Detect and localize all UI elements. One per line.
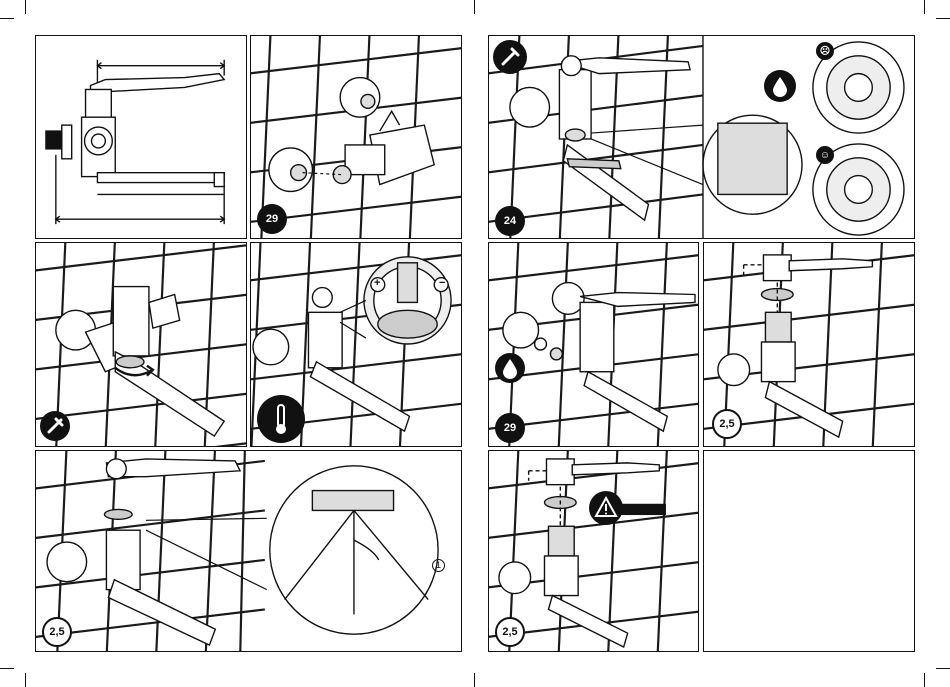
water-drop-icon [764, 70, 796, 102]
wrench-icon [493, 40, 527, 74]
crop-mark [924, 673, 925, 687]
thermometer-glyph [257, 395, 305, 443]
wrench-icon-glyph [40, 411, 70, 441]
panel-empty [703, 450, 915, 652]
water-drop-glyph [764, 70, 796, 102]
panel-step-warning-cartridge: 2,5 [488, 450, 699, 652]
minus-callout: − [439, 277, 445, 289]
wrench-icon: 29 [495, 413, 525, 443]
plus-callout: + [374, 277, 380, 289]
hex-key-icon: 2,5 [42, 617, 72, 647]
warning-triangle-icon [589, 491, 623, 525]
water-drop-icon [495, 353, 525, 383]
panel-dimension-drawing [35, 35, 247, 239]
panel-step-temperature-limiter: + − [250, 242, 462, 447]
hex-key-icon: 2,5 [712, 409, 742, 439]
thermometer-icon [257, 395, 305, 443]
sad-face-icon: ☹ [816, 42, 834, 60]
wrench-icon-glyph [493, 40, 527, 74]
crop-mark [924, 0, 925, 14]
wrench-size-label: 24 [504, 215, 516, 227]
wrench-size-label: 29 [266, 213, 278, 225]
panel-step-flush-inlet: 29 [488, 242, 699, 447]
wall-tiles [36, 451, 461, 651]
panel-step-fit-lever: 1 2,5 [35, 450, 462, 652]
faucet-dimension-drawing [36, 36, 246, 238]
crop-mark [474, 673, 475, 687]
crop-mark [25, 673, 26, 687]
hex-size-label: 2,5 [502, 626, 517, 638]
water-drop-glyph [495, 353, 525, 383]
angle-marker: 1 [432, 559, 445, 572]
warning-glyph [589, 491, 623, 525]
happy-face-icon: ☺ [816, 146, 834, 164]
panel-step-aerator: ☹ ☺ 24 [488, 35, 915, 239]
panel-step-remove-caps: 29 [250, 35, 462, 239]
hex-size-label: 2,5 [49, 626, 64, 638]
hex-key-icon: 2,5 [495, 617, 525, 647]
wall-tiles [489, 243, 698, 446]
panel-step-loosen-nut [35, 242, 247, 447]
panel-step-remove-lever: 2,5 [703, 242, 915, 447]
wrench-icon [40, 411, 70, 441]
crop-mark [936, 18, 950, 19]
wrench-icon: 29 [257, 204, 287, 234]
wrench-size-label: 29 [504, 422, 516, 434]
crop-mark [936, 668, 950, 669]
wrench-icon: 24 [495, 206, 525, 236]
crop-mark [0, 18, 14, 19]
hex-size-label: 2,5 [719, 418, 734, 430]
crop-mark [25, 0, 26, 14]
crop-mark [474, 0, 475, 14]
wall-tiles [489, 36, 914, 238]
crop-mark [0, 668, 14, 669]
